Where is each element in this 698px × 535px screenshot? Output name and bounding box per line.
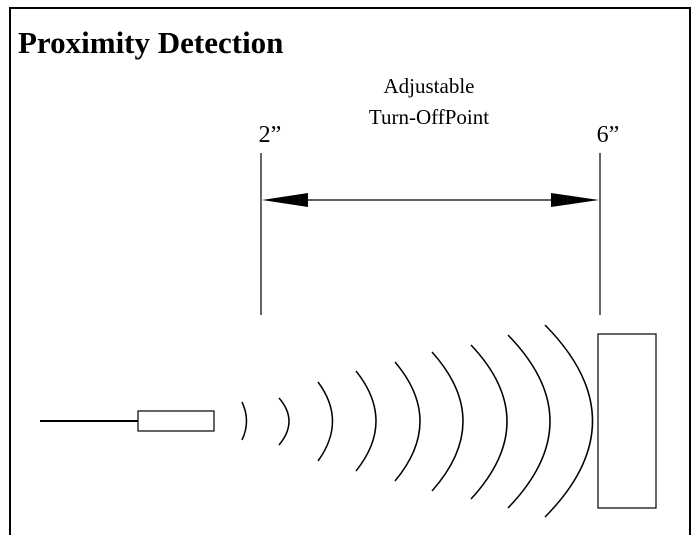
diagram-title: Proximity Detection: [18, 25, 283, 60]
signal-wave-2: [278, 397, 290, 446]
signal-wave-9: [544, 324, 594, 518]
max-distance-label: 6”: [597, 122, 620, 148]
range-label-line1: Adjustable: [384, 74, 475, 98]
signal-wave-5: [394, 361, 421, 482]
signal-wave-6: [431, 351, 464, 492]
signal-wave-3: [317, 381, 334, 462]
min-distance-label: 2”: [259, 122, 282, 148]
signal-wave-8: [507, 334, 551, 509]
signal-wave-7: [470, 344, 508, 500]
signal-waves: [241, 324, 594, 518]
sensor-body: [137, 410, 215, 432]
range-label-line2: Turn-OffPoint: [369, 105, 489, 129]
frame-border: [9, 7, 691, 535]
left-arrowhead: [262, 193, 308, 207]
right-arrowhead: [551, 193, 599, 207]
target-object: [597, 333, 657, 509]
signal-wave-1: [241, 401, 248, 441]
signal-wave-4: [355, 370, 377, 472]
